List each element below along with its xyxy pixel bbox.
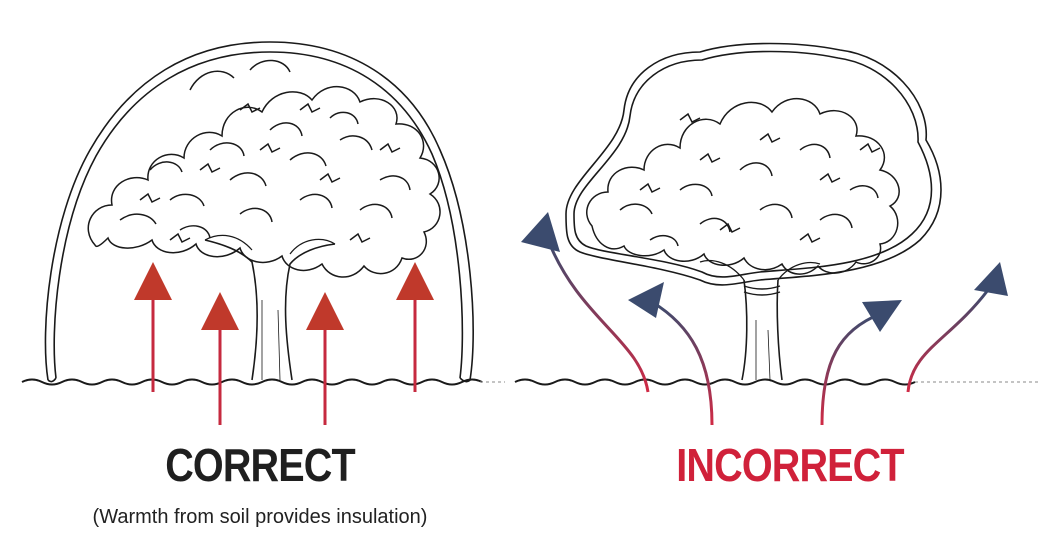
correct-caption: (Warmth from soil provides insulation) [92, 506, 428, 528]
up-arrow-icon [134, 262, 172, 392]
incorrect-panel [514, 42, 1040, 426]
up-arrow-icon [396, 262, 434, 392]
tree-trunk-left [204, 239, 336, 381]
curved-arrow-icon [906, 262, 1008, 393]
heat-loss-arrows [521, 212, 1008, 426]
up-arrow-icon [201, 292, 239, 425]
ground-line-right [514, 378, 916, 386]
curved-arrow-icon [628, 282, 714, 426]
tree-canopy-left [87, 59, 441, 278]
tree-trunk-right [741, 279, 783, 381]
warm-air-arrows [134, 262, 434, 425]
curved-arrow-icon [820, 300, 902, 426]
correct-panel [21, 41, 505, 425]
frost-cover-dome [44, 41, 474, 383]
tree-canopy-right [586, 97, 900, 281]
incorrect-heading: INCORRECT [676, 439, 904, 491]
correct-heading: CORRECT [165, 439, 355, 491]
curved-arrow-icon [521, 212, 650, 393]
canopy-wrap-cover [565, 42, 942, 286]
ground-line-left [21, 378, 483, 386]
up-arrow-icon [306, 292, 344, 425]
